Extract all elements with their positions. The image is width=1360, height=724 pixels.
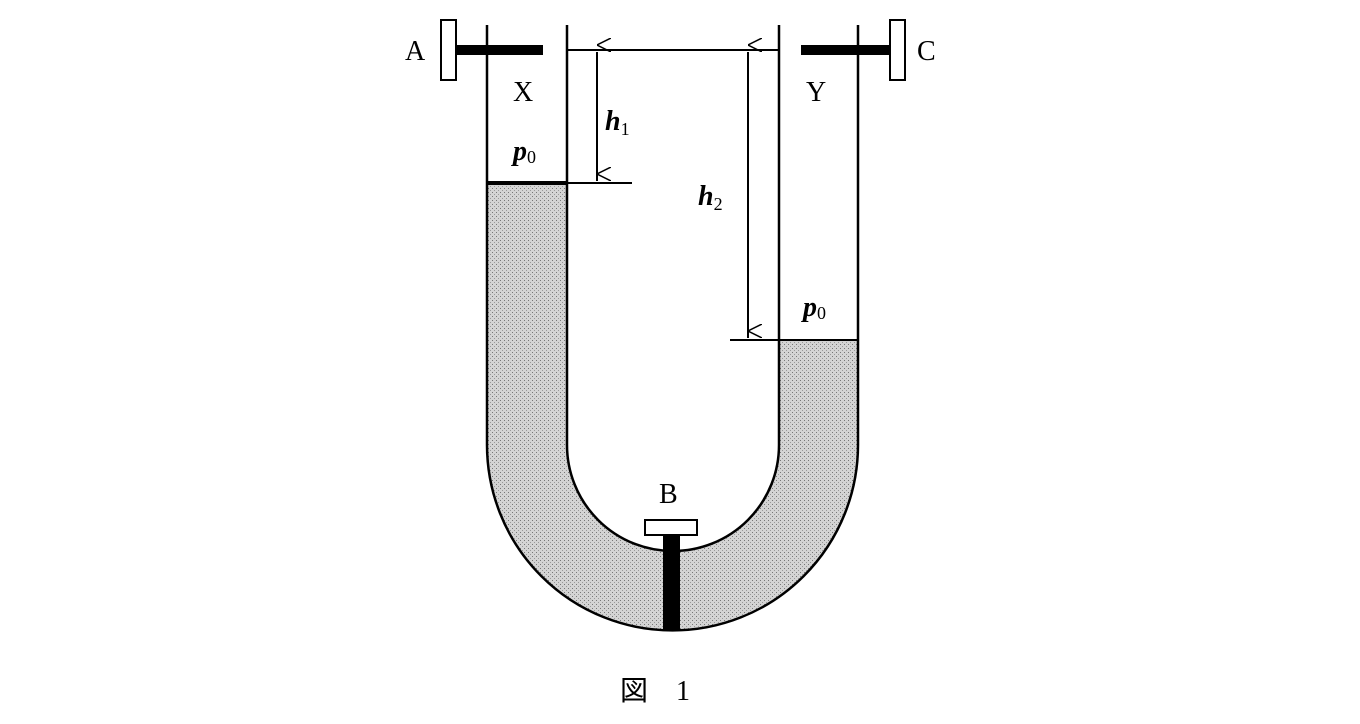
label-b: B	[659, 479, 678, 510]
clamp-b	[644, 519, 698, 631]
clamp-a	[440, 19, 543, 81]
clamp-c	[801, 19, 906, 81]
label-p0-left: p0	[511, 136, 536, 167]
label-c: C	[917, 36, 936, 67]
label-x: X	[513, 77, 533, 108]
figure-caption: 図 1	[620, 676, 690, 707]
label-y: Y	[806, 77, 826, 108]
liquid	[487, 183, 858, 631]
label-h1: h1	[605, 106, 630, 139]
label-a: A	[405, 36, 426, 67]
label-p0-right: p0	[801, 292, 826, 323]
label-h2: h2	[698, 181, 723, 214]
